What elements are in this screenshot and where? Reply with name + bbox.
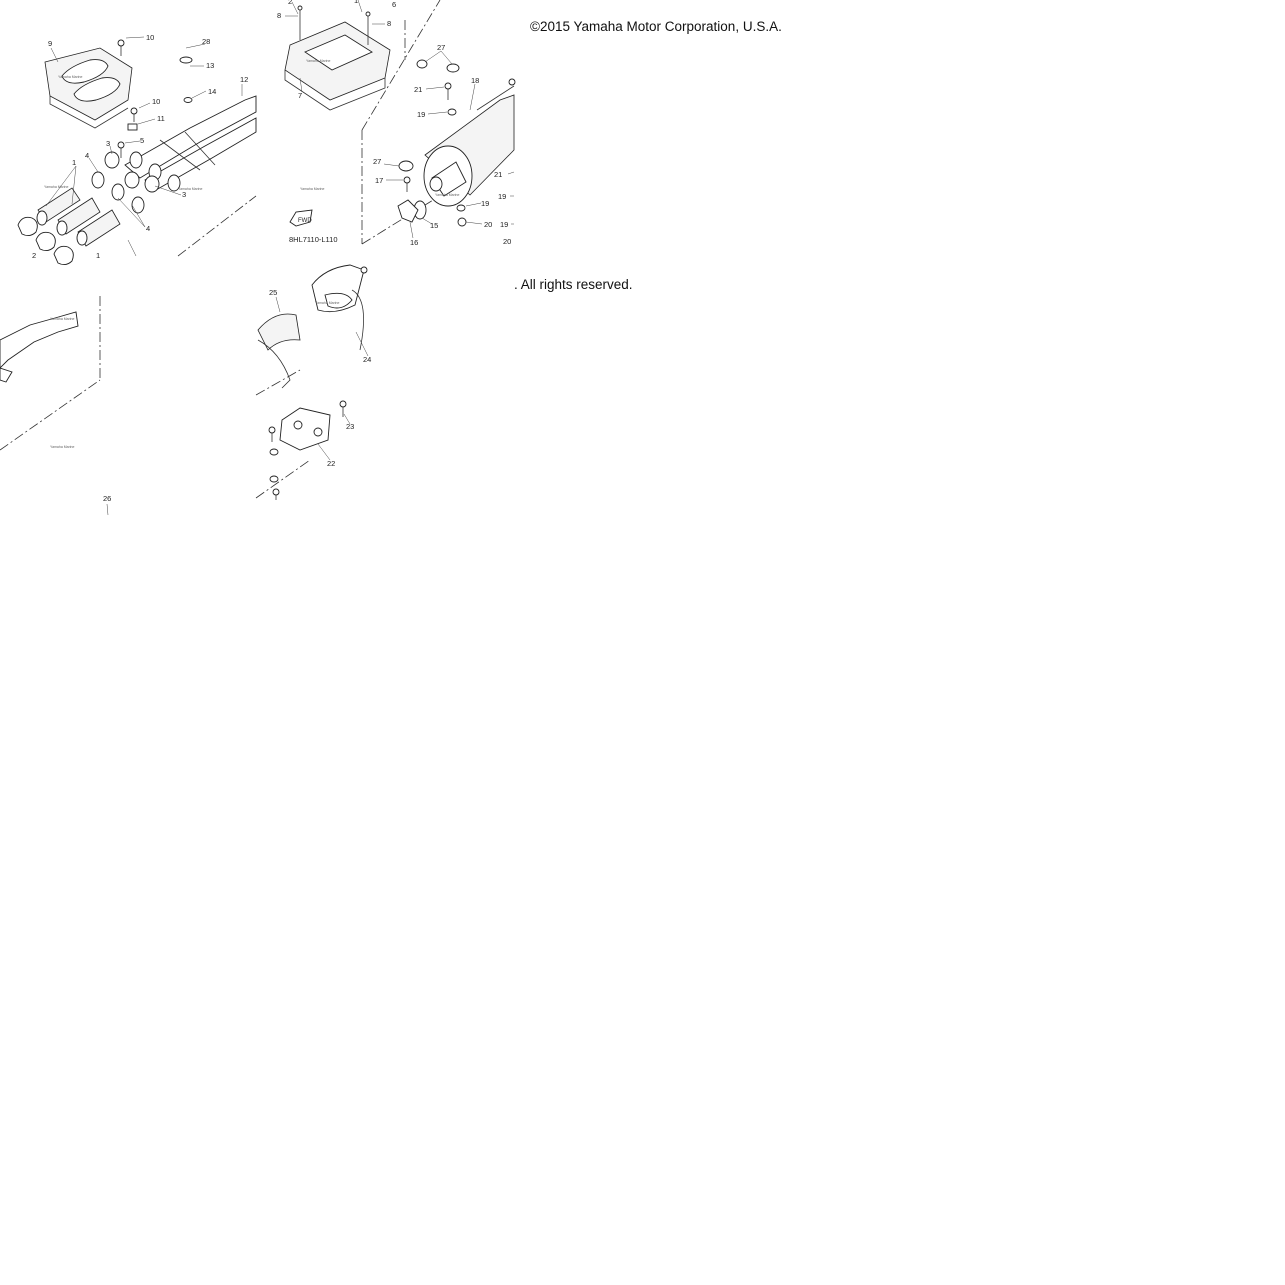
callout-8b: 8 (387, 19, 391, 28)
svg-text:Yamaha Marine: Yamaha Marine (50, 445, 75, 449)
stud-icon (297, 5, 371, 45)
bolt-icon (268, 400, 347, 500)
exhaust-pipe-long: Yamaha Marine Yamaha Marine (0, 311, 79, 449)
callout-20: 20 (484, 220, 492, 229)
callout-21b: 21 (494, 170, 502, 179)
callout-5: 5 (140, 136, 144, 145)
rubber-guard (257, 313, 301, 389)
copyright-line-2: . All rights reserved. (514, 277, 633, 292)
callout-labels: 9 10 28 13 14 12 10 11 5 3 4 1 3 4 2 1 2… (32, 0, 511, 503)
callout-19c: 19 (481, 199, 489, 208)
callout-4b: 4 (146, 224, 150, 233)
bolt-icon (127, 107, 138, 131)
clamp-ring-icon (91, 151, 160, 214)
copyright-line-1: ©2015 Yamaha Motor Corporation, U.S.A. (530, 19, 782, 34)
callout-27b: 27 (373, 157, 381, 166)
callout-24: 24 (363, 355, 371, 364)
exhaust-tray: Yamaha Marine (284, 21, 391, 111)
callout-8: 8 (277, 11, 281, 20)
callout-18: 18 (471, 76, 479, 85)
exhaust-manifold: Yamaha Marine (124, 95, 257, 192)
callout-2-left: 2 (32, 251, 36, 260)
callout-21: 21 (414, 85, 422, 94)
svg-text:Yamaha Marine: Yamaha Marine (44, 185, 69, 189)
svg-text:Yamaha Marine: Yamaha Marine (300, 187, 325, 191)
svg-text:Yamaha Marine: Yamaha Marine (306, 59, 331, 63)
callout-28: 28 (202, 37, 210, 46)
leader-lines (45, 0, 515, 516)
washer-icon (269, 448, 279, 483)
callout-2: 2 (288, 0, 292, 6)
bolt-icon (117, 141, 125, 158)
fwd-label: FWD (298, 218, 312, 224)
cap-icon (398, 59, 460, 172)
callout-19d: 19 (500, 220, 508, 229)
callout-14: 14 (208, 87, 216, 96)
water-lock-cover: Yamaha Marine (311, 264, 368, 351)
muffler: Yamaha Marine (423, 85, 515, 207)
callout-10b: 10 (152, 97, 160, 106)
callout-19b: 19 (498, 192, 506, 201)
svg-text:Yamaha Marine: Yamaha Marine (58, 75, 83, 79)
callout-22: 22 (327, 459, 335, 468)
callout-26: 26 (103, 494, 111, 503)
callout-4: 4 (85, 151, 89, 160)
callout-16: 16 (410, 238, 418, 247)
callout-23: 23 (346, 422, 354, 431)
callout-7: 7 (298, 91, 302, 100)
callout-6: 6 (392, 0, 396, 9)
fwd-arrow-icon: FWD (289, 209, 313, 227)
bracket-mount (279, 407, 331, 451)
diagram-reference-code: 8HL7110-L110 (289, 235, 338, 244)
callout-13: 13 (206, 61, 214, 70)
callout-27: 27 (437, 43, 445, 52)
callout-17: 17 (375, 176, 383, 185)
washer-icon (179, 56, 193, 103)
callout-3: 3 (106, 139, 110, 148)
callout-10: 10 (146, 33, 154, 42)
exhaust-bellows: Yamaha Marine (36, 185, 121, 247)
callout-11: 11 (157, 114, 165, 123)
bolt-icon (117, 39, 125, 56)
callout-19: 19 (417, 110, 425, 119)
svg-text:Yamaha Marine: Yamaha Marine (435, 193, 460, 197)
callout-25: 25 (269, 288, 277, 297)
callout-1c: 1 (354, 0, 358, 5)
clamp-ring-icon (397, 199, 427, 223)
svg-text:Yamaha Marine: Yamaha Marine (50, 317, 75, 321)
callout-1: 1 (72, 158, 76, 167)
washer-icon (447, 108, 466, 212)
callout-9: 9 (48, 39, 52, 48)
bolt-icon (403, 82, 452, 192)
callout-1b: 1 (96, 251, 100, 260)
svg-text:Yamaha Marine: Yamaha Marine (178, 187, 203, 191)
callout-12: 12 (240, 75, 248, 84)
heat-shield-top-left: Yamaha Marine (44, 47, 133, 129)
callout-3b: 3 (182, 190, 186, 199)
gasket-icon (17, 216, 74, 266)
svg-text:Yamaha Marine: Yamaha Marine (315, 301, 340, 305)
callout-15: 15 (430, 221, 438, 230)
callout-20b: 20 (503, 237, 511, 246)
